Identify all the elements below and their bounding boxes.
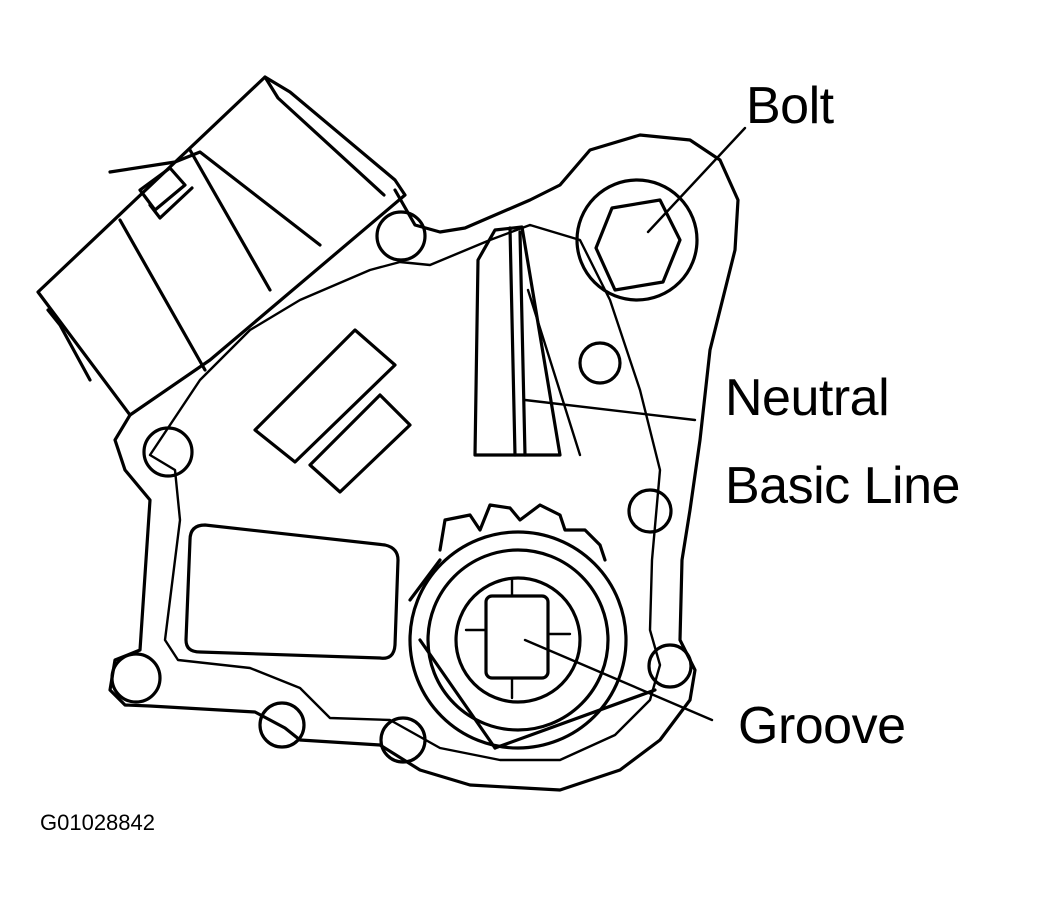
neutral-basic-line-label-line1: Neutral (725, 369, 890, 427)
figure-id: G01028842 (40, 810, 155, 835)
groove-rotor (408, 503, 714, 750)
contact-pads (184, 328, 412, 660)
neutral-basic-line-slot (473, 225, 697, 457)
connector-housing (36, 75, 407, 417)
bolt-icon (575, 126, 747, 302)
groove-label: Groove (738, 697, 906, 755)
mounting-holes (110, 210, 693, 764)
bolt-label: Bolt (746, 77, 834, 135)
switch-body (108, 133, 740, 792)
neutral-basic-line-label-line2: Basic Line (725, 457, 960, 515)
